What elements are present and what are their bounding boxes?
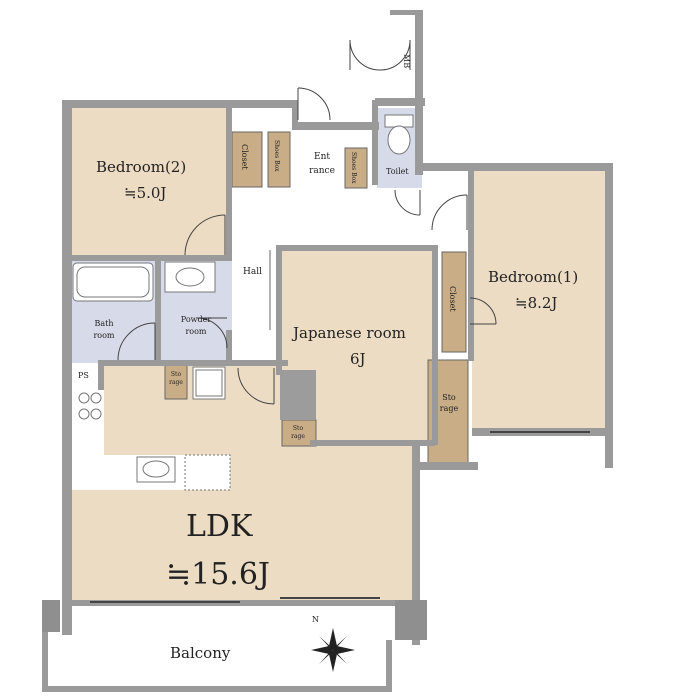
washer xyxy=(192,366,226,400)
hall-label: Hall xyxy=(243,267,262,277)
closet-bedroom1 xyxy=(441,251,467,353)
toilet-label: Toilet xyxy=(386,167,409,176)
shoes-box-left-label: Shoes Box xyxy=(273,140,280,172)
bedroom1-floor xyxy=(472,170,605,428)
sink xyxy=(164,261,216,293)
bathtub xyxy=(72,262,154,302)
hall-floor xyxy=(232,185,282,365)
bedroom2-floor xyxy=(70,108,232,258)
closets xyxy=(164,131,469,464)
mb-label: MB xyxy=(402,54,411,69)
powder-room-label: Powder room xyxy=(180,315,212,336)
entrance-label: Ent rance xyxy=(309,152,335,176)
ldk-size: ≒15.6J xyxy=(166,557,270,592)
bedroom1-name: Bedroom(1) xyxy=(488,268,579,286)
bath-room-label: Bath room xyxy=(93,319,115,340)
closet-bedroom2 xyxy=(231,131,263,188)
compass-n-label: N xyxy=(312,615,319,624)
fixtures xyxy=(72,114,414,491)
bedroom1-size: ≒8.2J xyxy=(515,294,558,312)
compass-icon xyxy=(311,628,355,672)
storage-japanese-label: Sto rage xyxy=(291,425,305,440)
pillar-center xyxy=(280,370,316,420)
storage-powder-label: Sto rage xyxy=(169,371,183,386)
shoes-box-right-label: Shoes Box xyxy=(350,152,357,184)
toilet-bowl xyxy=(384,114,414,128)
balcony-label: Balcony xyxy=(170,644,231,662)
japanese-room-size: 6J xyxy=(350,350,366,368)
bedroom2-size: ≒5.0J xyxy=(124,184,167,202)
storage-right-label: Sto rage xyxy=(439,393,459,413)
ps-label: PS xyxy=(78,371,89,380)
ldk-floor xyxy=(70,363,418,600)
room-floors xyxy=(70,108,605,600)
doors xyxy=(90,39,590,603)
shoes-box-right xyxy=(344,147,368,189)
closet-bedroom1-label: Closet xyxy=(448,286,457,312)
closet-bedroom2-label: Closet xyxy=(240,144,249,170)
shoes-box-left xyxy=(267,131,291,188)
ldk-name: LDK xyxy=(186,509,253,544)
bedroom2-name: Bedroom(2) xyxy=(96,158,187,176)
japanese-room-name: Japanese room xyxy=(293,324,406,342)
